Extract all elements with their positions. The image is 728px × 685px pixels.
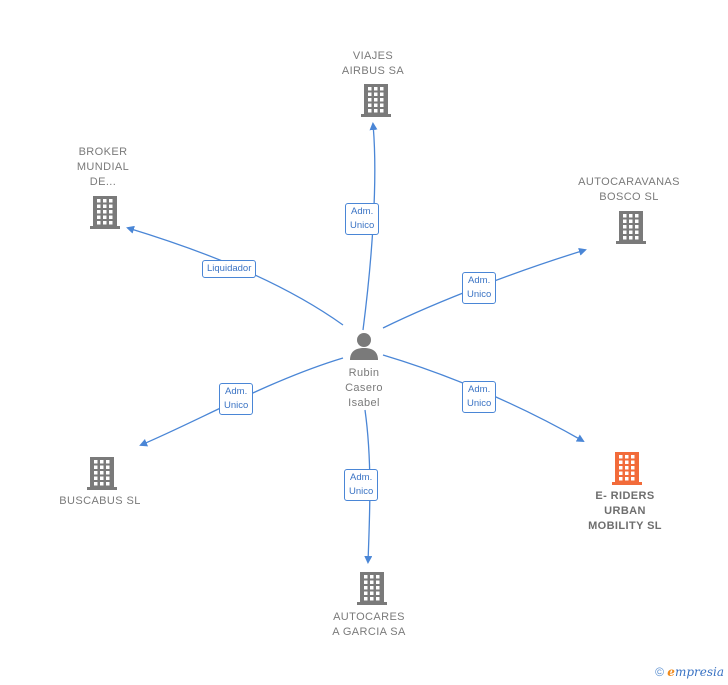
company-label-viajes[interactable]: VIAJES AIRBUS SA: [341, 50, 405, 77]
building-icon[interactable]: [357, 572, 387, 605]
company-label-autocaravanas[interactable]: AUTOCARAVANAS BOSCO SL: [578, 176, 680, 203]
company-label-broker[interactable]: BROKER MUNDIAL DE...: [76, 146, 130, 188]
company-label-buscabus[interactable]: BUSCABUS SL: [59, 495, 141, 507]
footer-watermark[interactable]: © empresia: [655, 665, 724, 679]
company-label-eriders[interactable]: E- RIDERS URBAN MOBILITY SL: [588, 490, 662, 532]
building-icon[interactable]: [87, 457, 117, 490]
relation-label-eriders: Adm. Unico: [462, 381, 497, 413]
building-icon[interactable]: [90, 196, 120, 229]
relation-label-broker: Liquidador: [202, 260, 257, 278]
relation-label-autocares: Adm. Unico: [344, 469, 379, 501]
building-icon[interactable]: [612, 452, 642, 485]
relation-label-buscabus: Adm. Unico: [219, 383, 254, 415]
person-icon[interactable]: [350, 333, 378, 360]
copyright-icon: ©: [655, 665, 664, 679]
brand-logo: empresia: [667, 665, 724, 679]
relation-label-viajes: Adm. Unico: [345, 203, 380, 235]
company-label-autocares[interactable]: AUTOCARES A GARCIA SA: [332, 611, 406, 638]
building-icon[interactable]: [361, 84, 391, 117]
person-label[interactable]: Rubin Casero Isabel: [345, 367, 383, 409]
building-icon[interactable]: [616, 211, 646, 244]
relation-label-autocaravanas: Adm. Unico: [462, 272, 497, 304]
